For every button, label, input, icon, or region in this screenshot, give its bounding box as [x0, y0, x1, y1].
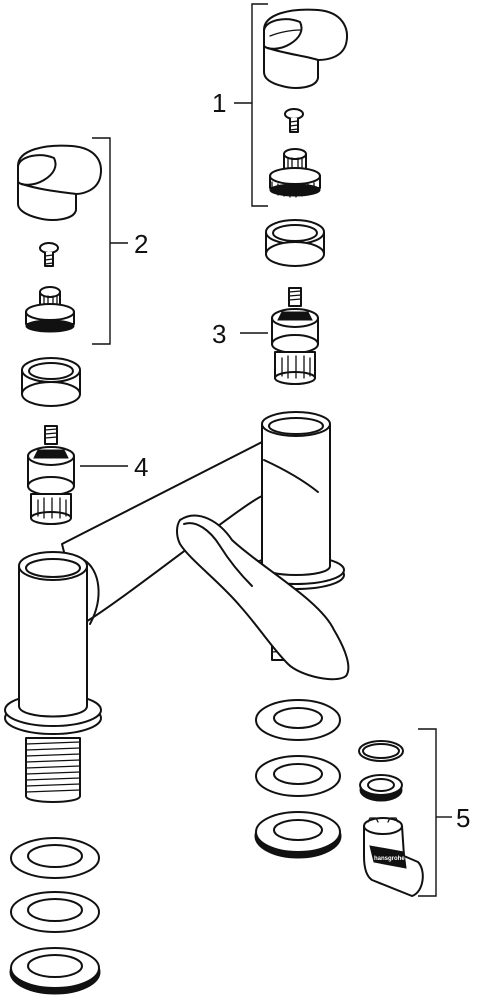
- washer-right-2: [255, 755, 341, 797]
- callout-3: 3: [212, 319, 226, 349]
- faucet-body: [4, 411, 350, 735]
- handle-cap-top-right: [263, 8, 348, 89]
- ring-right: [265, 219, 325, 267]
- callout-1: 1: [212, 88, 226, 118]
- handle-cap-left: [17, 144, 102, 221]
- callout-5: 5: [456, 803, 470, 833]
- o-ring: [358, 740, 404, 762]
- ring-left: [21, 357, 81, 407]
- valve-cartridge-4: [27, 425, 75, 525]
- washer-left-1: [10, 837, 100, 879]
- bracket-1: [234, 3, 268, 207]
- screw-left: [39, 242, 59, 267]
- washer-right-3: [254, 811, 342, 859]
- washer-right-1: [255, 699, 341, 741]
- screw-top-right: [284, 108, 304, 133]
- callout-2: 2: [134, 229, 148, 259]
- cartridge-tool: hansgrohe: [363, 817, 424, 897]
- spindle-knob-left: [25, 286, 75, 333]
- seal-ring: [359, 774, 403, 802]
- washer-left-3: [9, 947, 101, 995]
- threaded-shank-left: [25, 737, 81, 803]
- valve-cartridge-3: [271, 287, 319, 385]
- callout-4: 4: [134, 452, 148, 482]
- bracket-2: [92, 137, 128, 345]
- bracket-5: [418, 728, 452, 897]
- tool-brand-text: hansgrohe: [374, 856, 405, 862]
- washer-left-2: [10, 891, 100, 933]
- spindle-knob-top-right: [269, 148, 321, 198]
